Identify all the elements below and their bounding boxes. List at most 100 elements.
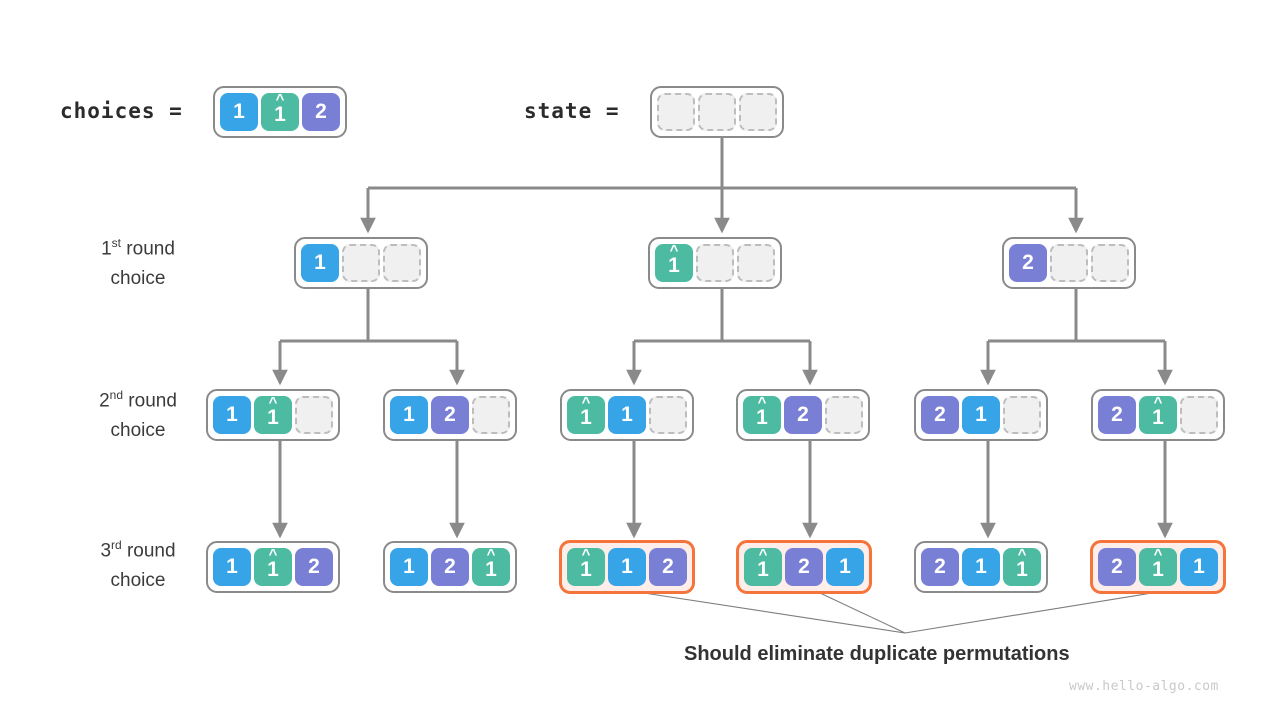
cell-value: 2 bbox=[308, 555, 320, 578]
cell-value: 1 bbox=[580, 558, 592, 581]
cell-value: 1 bbox=[580, 406, 592, 429]
array-cell-empty bbox=[1091, 244, 1129, 282]
caret-icon: ^ bbox=[669, 242, 679, 259]
array-cell-value: 2 bbox=[921, 548, 959, 586]
array-cell-value: 1 bbox=[962, 548, 1000, 586]
array-cell-value: 2 bbox=[1098, 396, 1136, 434]
tree-node-level3-3: ^1 2 1 bbox=[736, 540, 872, 594]
cell-value: 1 bbox=[1016, 558, 1028, 581]
state-label: state = bbox=[524, 99, 620, 123]
cell-value: 1 bbox=[403, 403, 415, 426]
tree-node-level3-1: 1 2 ^1 bbox=[383, 541, 517, 593]
array-cell-value: 2 bbox=[784, 396, 822, 434]
tree-node-level1-1: ^1 bbox=[648, 237, 782, 289]
array-cell-value: 2 bbox=[1009, 244, 1047, 282]
array-cell-value: 1 bbox=[826, 548, 864, 586]
array-cell-value: 1 bbox=[390, 396, 428, 434]
row-3-ordinal: 3 bbox=[100, 540, 112, 562]
array-cell-value: 2 bbox=[785, 548, 823, 586]
array-cell-value: 2 bbox=[431, 548, 469, 586]
cell-value: 2 bbox=[798, 555, 810, 578]
value-with-caret: ^1 bbox=[267, 395, 279, 429]
array-cell-value: 1 bbox=[213, 396, 251, 434]
array-cell-value: 1 bbox=[608, 548, 646, 586]
array-cell-value: ^1 bbox=[567, 395, 605, 434]
cell-value: 1 bbox=[1152, 558, 1164, 581]
tree-node-level3-0: 1^1 2 bbox=[206, 541, 340, 593]
array-cell-empty bbox=[1050, 244, 1088, 282]
state-array bbox=[650, 86, 784, 138]
array-cell-value: ^1 bbox=[254, 546, 292, 586]
value-with-caret: ^1 bbox=[1016, 547, 1028, 581]
value-with-caret: ^1 bbox=[485, 547, 497, 581]
array-cell-empty bbox=[472, 396, 510, 434]
cell-value: 2 bbox=[662, 555, 674, 578]
cell-value: 1 bbox=[839, 555, 851, 578]
array-cell-value: ^1 bbox=[261, 92, 299, 131]
array-cell-value: 2 bbox=[921, 396, 959, 434]
caret-icon: ^ bbox=[268, 394, 278, 411]
array-cell-empty bbox=[739, 93, 777, 131]
cell-value: 2 bbox=[1111, 555, 1123, 578]
array-cell-empty bbox=[295, 396, 333, 434]
row-3-suffix: rd bbox=[111, 538, 122, 552]
cell-value: 1 bbox=[314, 251, 326, 274]
row-label-2: 2nd round choice bbox=[63, 386, 213, 445]
annotation-caption: Should eliminate duplicate permutations bbox=[684, 643, 1070, 665]
cell-value: 1 bbox=[621, 403, 633, 426]
row-2-ordinal: 2 bbox=[99, 390, 110, 412]
cell-value: 1 bbox=[757, 558, 769, 581]
cell-value: 1 bbox=[1152, 406, 1164, 429]
array-cell-empty bbox=[342, 244, 380, 282]
caret-icon: ^ bbox=[1153, 394, 1163, 411]
value-with-caret: ^1 bbox=[668, 243, 680, 276]
row-label-3: 3rd round choice bbox=[63, 536, 213, 595]
array-cell-empty bbox=[1180, 396, 1218, 434]
row-2-suffix: nd bbox=[109, 388, 124, 402]
value-with-caret: ^1 bbox=[1152, 395, 1164, 429]
annotation-leaders bbox=[643, 592, 1153, 634]
cell-value: 2 bbox=[1111, 403, 1123, 426]
row-3-rest: round bbox=[121, 540, 176, 562]
array-cell-empty bbox=[737, 244, 775, 282]
cell-value: 1 bbox=[267, 406, 279, 429]
array-cell-empty bbox=[649, 396, 687, 434]
row-label-1: 1st round choice bbox=[63, 234, 213, 293]
array-cell-empty bbox=[825, 396, 863, 434]
cell-value: 1 bbox=[621, 555, 633, 578]
row-3-line2: choice bbox=[110, 569, 166, 591]
tree-node-level1-0: 1 bbox=[294, 237, 428, 289]
array-cell-value: ^1 bbox=[567, 547, 605, 586]
cell-value: 2 bbox=[444, 555, 456, 578]
array-cell-value: ^1 bbox=[744, 547, 782, 586]
caret-icon: ^ bbox=[757, 394, 767, 411]
cell-value: 1 bbox=[267, 558, 279, 581]
array-cell-value: ^1 bbox=[472, 547, 510, 586]
row-2-line2: choice bbox=[110, 419, 166, 441]
array-cell-empty bbox=[1003, 396, 1041, 434]
array-cell-value: 2 bbox=[295, 548, 333, 586]
caret-icon: ^ bbox=[486, 546, 496, 563]
array-cell-value: ^1 bbox=[1139, 395, 1177, 434]
caret-icon: ^ bbox=[1017, 546, 1027, 563]
array-cell-empty bbox=[657, 93, 695, 131]
cell-value: 1 bbox=[975, 403, 987, 426]
cell-value: 1 bbox=[1193, 555, 1205, 578]
value-with-caret: ^1 bbox=[580, 395, 592, 429]
value-with-caret: ^1 bbox=[756, 395, 768, 428]
row-1-line2: choice bbox=[110, 267, 166, 289]
cell-value: 1 bbox=[274, 103, 286, 126]
array-cell-value: ^1 bbox=[743, 395, 781, 434]
cell-value: 2 bbox=[444, 403, 456, 426]
row-2-rest: round bbox=[123, 390, 177, 412]
array-cell-value: 1 bbox=[962, 396, 1000, 434]
caret-icon: ^ bbox=[268, 546, 278, 563]
cell-value: 1 bbox=[485, 558, 497, 581]
caret-icon: ^ bbox=[1153, 546, 1163, 563]
row-1-rest: round bbox=[121, 238, 175, 260]
